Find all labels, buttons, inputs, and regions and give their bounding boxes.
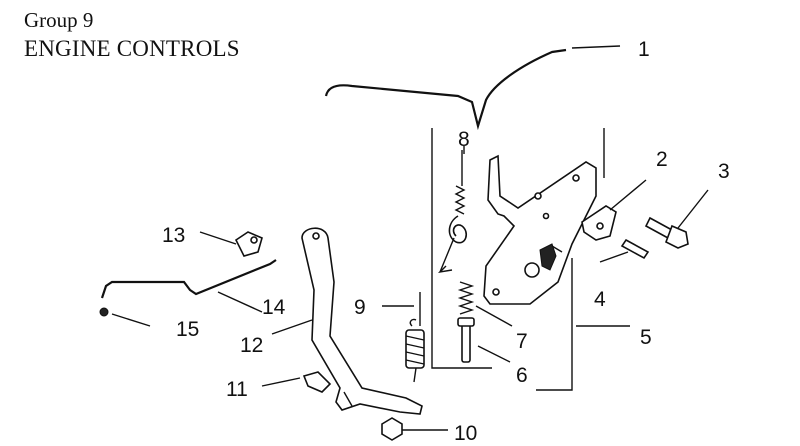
callout-13: 13 xyxy=(162,224,185,247)
callout-3: 3 xyxy=(718,160,730,183)
callout-1: 1 xyxy=(638,38,650,61)
part-5-control-plate xyxy=(483,154,597,305)
part-3-bolt xyxy=(644,216,689,249)
callout-15: 15 xyxy=(176,318,199,341)
part-13-clip xyxy=(234,231,263,257)
callout-8: 8 xyxy=(458,128,470,151)
part-2-bracket xyxy=(581,205,617,241)
callout-5: 5 xyxy=(640,326,652,349)
bracket-panel-outline xyxy=(431,128,605,391)
part-6-screw xyxy=(457,317,475,363)
part-1-throttle-rod xyxy=(324,48,567,131)
part-12-control-lever xyxy=(301,227,423,415)
callout-7: 7 xyxy=(516,330,528,353)
callout-2: 2 xyxy=(656,148,668,171)
part-14-choke-rod xyxy=(100,259,277,299)
part-8-spring xyxy=(437,150,468,274)
group-label: Group 9 xyxy=(24,8,94,32)
part-4-stud xyxy=(620,238,650,260)
leader-lines xyxy=(111,45,709,431)
callout-labels: 1 2 3 4 5 6 7 8 9 10 11 12 13 14 15 xyxy=(162,38,730,445)
callout-10: 10 xyxy=(454,422,477,445)
callout-4: 4 xyxy=(594,288,606,311)
part-15-grommet xyxy=(99,307,109,317)
callout-11: 11 xyxy=(226,378,248,401)
section-title: ENGINE CONTROLS xyxy=(24,36,240,61)
part-11-pivot-pin xyxy=(302,371,332,393)
part-9-spring xyxy=(405,292,425,383)
callout-9: 9 xyxy=(354,296,366,319)
callout-12: 12 xyxy=(240,334,263,357)
callout-6: 6 xyxy=(516,364,528,387)
part-7-spring xyxy=(457,281,475,315)
callout-14: 14 xyxy=(262,296,286,319)
part-10-nut xyxy=(381,417,403,441)
